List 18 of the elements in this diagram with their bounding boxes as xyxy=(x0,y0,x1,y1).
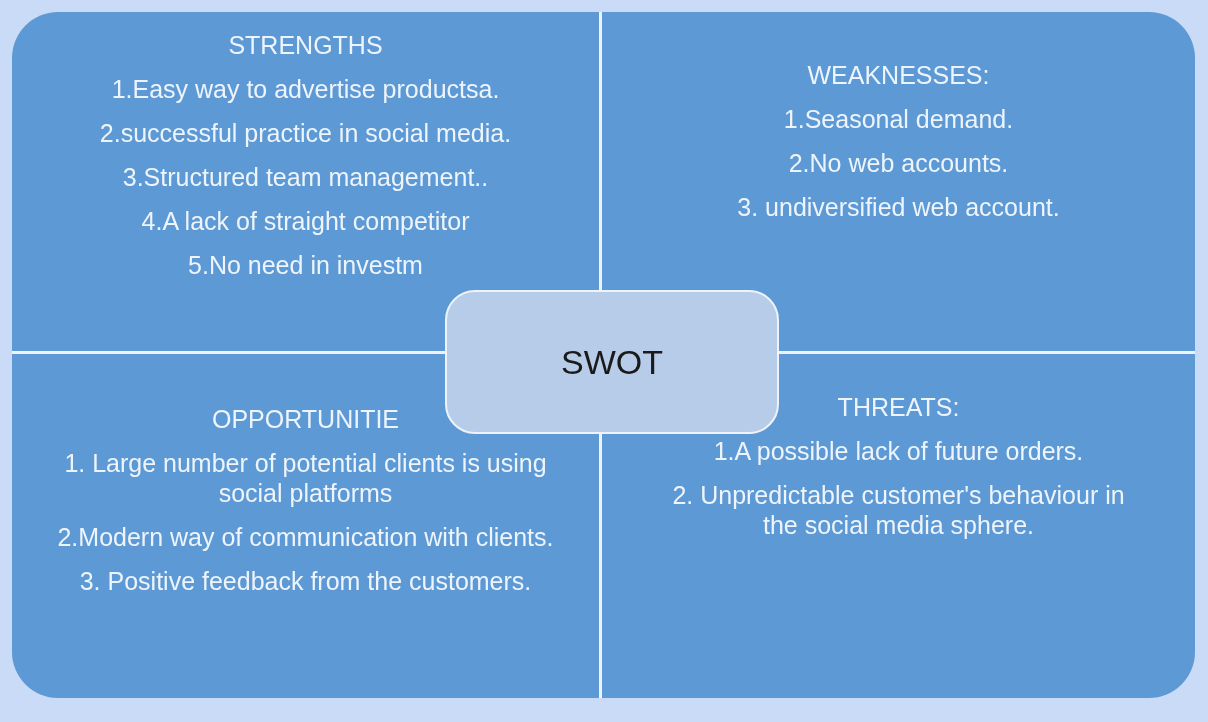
list-item: 2.successful practice in social media. xyxy=(99,118,512,148)
list-item: 3. Positive feedback from the customers. xyxy=(79,566,532,596)
list-item: 3.Structured team management.. xyxy=(122,162,489,192)
center-box: SWOT xyxy=(445,290,779,434)
list-item: 4.A lack of straight competitor xyxy=(141,206,470,236)
heading: WEAKNESSES: xyxy=(807,60,990,90)
list-item: 2.Modern way of communication with clients. xyxy=(57,522,554,552)
list-item: 1.Seasonal demand. xyxy=(783,104,1014,134)
list-item: 1.A possible lack of future orders. xyxy=(713,436,1084,466)
list-item: 3. undiversified web account. xyxy=(737,192,1060,222)
list-item: 2.No web accounts. xyxy=(788,148,1009,178)
list-item: 1. Large number of potential clients is using social platforms xyxy=(63,448,548,508)
heading: STRENGTHS xyxy=(228,30,383,60)
list-item: 2. Unpredictable customer's behaviour in the social media sphere. xyxy=(671,480,1126,540)
list-item: 5.No need in investm xyxy=(188,250,423,280)
heading: THREATS: xyxy=(837,392,960,422)
heading: OPPORTUNITIE xyxy=(211,404,400,434)
list-item: 1.Easy way to advertise productsa. xyxy=(111,74,500,104)
